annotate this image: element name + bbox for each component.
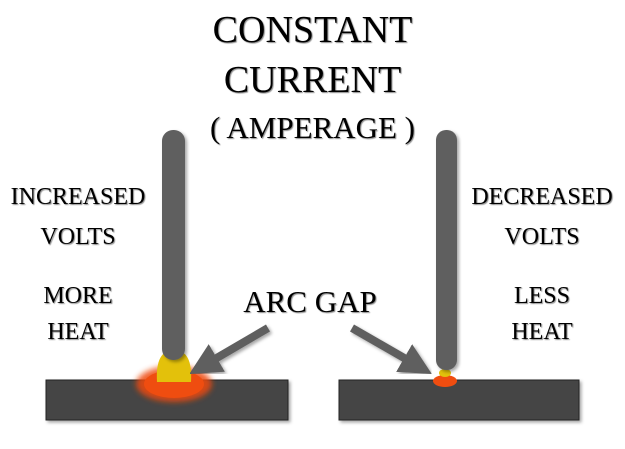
left-arc: [156, 350, 192, 382]
arc-gap-label: ARC GAP: [243, 284, 377, 319]
title-line-1: CONSTANT: [212, 9, 413, 51]
right-electrode: [436, 130, 457, 370]
right-arc: [439, 369, 451, 377]
right-workpiece: [338, 379, 580, 421]
arrow-right: [350, 324, 432, 374]
left-heat-line-2: HEAT: [47, 319, 109, 345]
right-heat-line-2: HEAT: [511, 319, 573, 345]
left-heat-line-1: MORE: [43, 283, 113, 309]
right-volts-line-1: DECREASED: [471, 184, 613, 210]
arrow-left: [189, 324, 271, 375]
left-volts-line-1: INCREASED: [10, 184, 146, 210]
right-volts-line-2: VOLTS: [504, 224, 580, 250]
right-heat-line-1: LESS: [513, 283, 570, 309]
left-volts-line-2: VOLTS: [40, 224, 116, 250]
title-line-3: ( AMPERAGE ): [210, 110, 415, 145]
right-weld-pool: [433, 375, 457, 387]
title-line-2: CURRENT: [223, 59, 402, 101]
left-electrode: [162, 130, 185, 360]
